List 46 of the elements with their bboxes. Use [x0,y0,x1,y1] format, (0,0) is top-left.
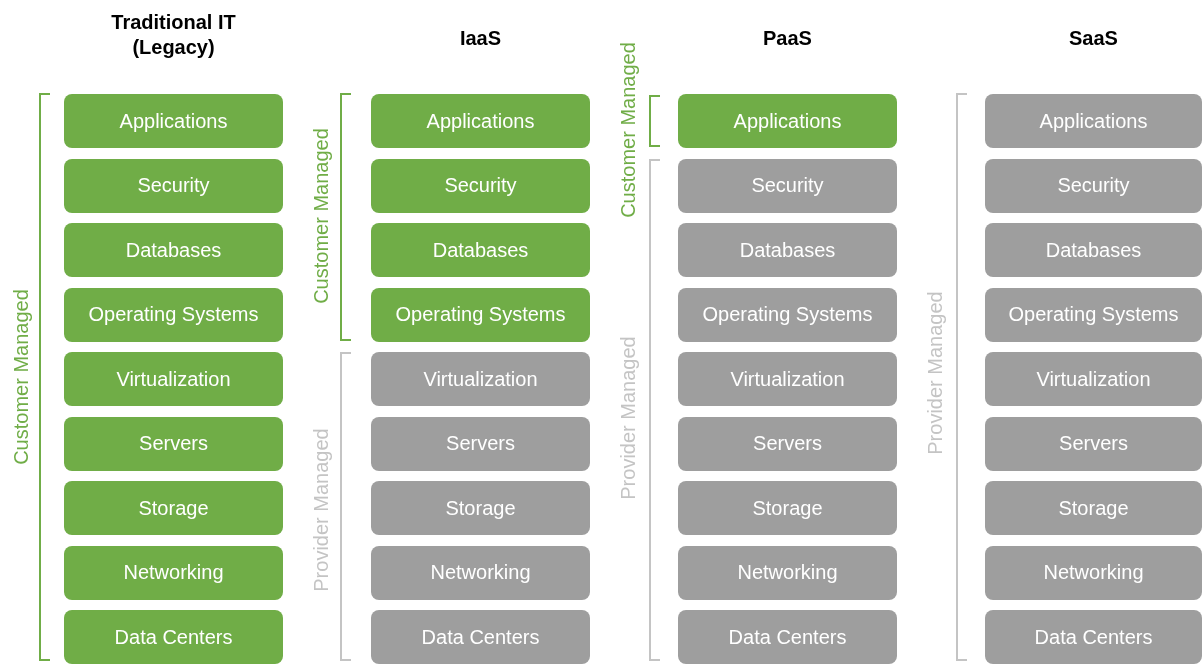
layer-box: Databases [371,223,590,277]
layer-box: Applications [985,94,1202,148]
column-heading: IaaS [458,26,503,51]
layer-box: Networking [64,545,283,600]
layer-box: Security [678,158,897,213]
layer-box: Networking [985,545,1202,600]
layer-box: Servers [64,416,283,471]
bracket-label: Customer Managed [309,128,333,304]
layer-box: Virtualization [985,352,1202,406]
column-heading: PaaS [762,26,813,51]
layer-box: Storage [985,481,1202,535]
bracket-label: Provider Managed [923,291,947,455]
layer-box: Storage [64,481,283,535]
layer-box: Databases [678,223,897,277]
layer-box: Data Centers [64,610,283,664]
layer-box: Operating Systems [678,287,897,342]
layer-box: Storage [371,481,590,535]
layer-box: Security [371,158,590,213]
layer-box: Data Centers [678,610,897,664]
layer-box: Virtualization [64,352,283,406]
layer-box: Databases [64,223,283,277]
layer-box: Servers [678,416,897,471]
layer-box: Networking [371,545,590,600]
layer-box: Operating Systems [371,287,590,342]
layer-box: Data Centers [371,610,590,664]
layer-box: Data Centers [985,610,1202,664]
layer-box: Applications [371,94,590,148]
layer-box: Storage [678,481,897,535]
layer-box: Security [64,158,283,213]
layer-box: Databases [985,223,1202,277]
column-heading: SaaS [1068,26,1119,51]
layer-box: Networking [678,545,897,600]
layer-box: Servers [985,416,1202,471]
bracket-label: Customer Managed [9,289,33,465]
bracket-label: Provider Managed [309,428,333,592]
layer-box: Virtualization [371,352,590,406]
layer-box: Servers [371,416,590,471]
column-heading: Traditional IT (Legacy) [110,10,237,60]
layer-box: Applications [64,94,283,148]
layer-box: Virtualization [678,352,897,406]
bracket-label: Provider Managed [616,336,640,500]
layer-box: Operating Systems [64,287,283,342]
layer-box: Applications [678,94,897,148]
bracket-label: Customer Managed [616,42,640,218]
layer-box: Security [985,158,1202,213]
layer-box: Operating Systems [985,287,1202,342]
